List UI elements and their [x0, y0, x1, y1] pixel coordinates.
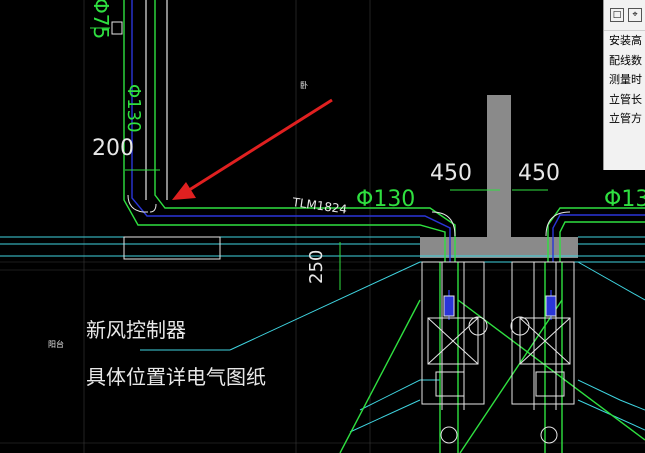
- checkbox-icon[interactable]: □: [610, 8, 624, 22]
- fresh-air-unit-right: [510, 261, 575, 444]
- property-row[interactable]: 立管方: [609, 112, 642, 125]
- wall-beam: [420, 237, 578, 258]
- room-label-left: 阳台: [48, 339, 64, 349]
- wall-lines-left: [145, 0, 168, 200]
- dim-200-label: 200: [92, 136, 134, 161]
- wall-segment-box: [123, 236, 221, 260]
- wall-column: [487, 95, 511, 255]
- dim-phi130-vertical-label: Φ130: [123, 84, 144, 133]
- dim-450-left-label: 450: [430, 161, 472, 186]
- red-arrow-annotation: [172, 98, 333, 200]
- property-row[interactable]: 配线数: [609, 53, 642, 67]
- dimension-lines: [90, 27, 548, 290]
- note-line1: 新风控制器: [86, 318, 186, 342]
- crosshair-icon[interactable]: ⌖: [628, 8, 642, 22]
- room-label-top: 卧: [300, 81, 308, 90]
- dim-phi75-label: Φ75: [89, 0, 113, 39]
- property-row[interactable]: 测量时: [609, 73, 642, 86]
- property-row[interactable]: 立管长: [609, 92, 642, 106]
- dim-450-right-label: 450: [518, 161, 560, 186]
- duct-blue: [131, 0, 645, 320]
- dim-250-label: 250: [306, 250, 327, 284]
- dim-phi130-top-label: Φ130: [356, 187, 415, 212]
- pipe-outline: [127, 194, 571, 237]
- note-line2: 具体位置详电气图纸: [86, 365, 266, 389]
- properties-toolbar: □ ⌖: [604, 0, 645, 31]
- fresh-air-unit-left: [421, 261, 488, 444]
- dim-phi130-right-label: Φ13: [604, 187, 645, 212]
- property-row[interactable]: 安装高: [609, 34, 642, 47]
- properties-panel[interactable]: □ ⌖ 安装高 配线数 测量时 立管长 立管方: [603, 0, 645, 170]
- cyan-diagonals: [140, 261, 645, 433]
- door-tag-label: TLM1824: [291, 195, 348, 217]
- valve-symbol: [111, 21, 123, 35]
